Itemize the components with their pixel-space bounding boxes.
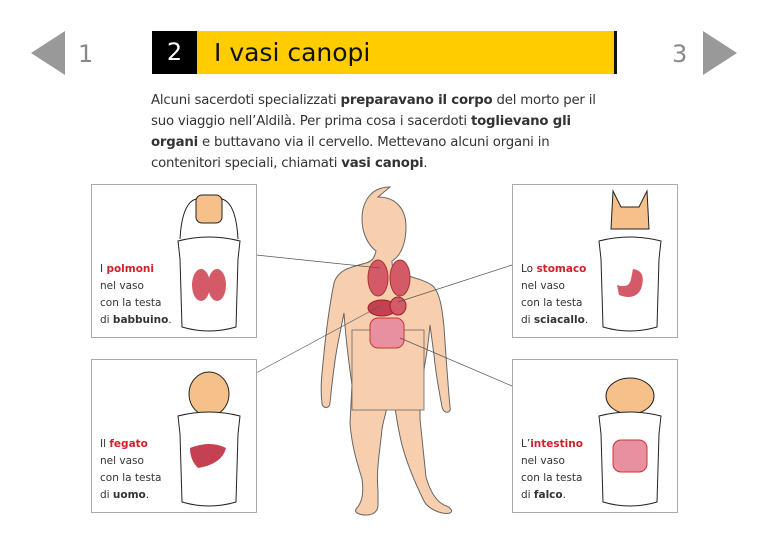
- title-bar: 2 I vasi canopi: [152, 31, 617, 74]
- intro-text: .: [423, 156, 428, 171]
- prev-page-number[interactable]: 1: [78, 40, 94, 68]
- caption-text: intestino: [530, 438, 583, 450]
- caption-text: di: [100, 314, 113, 326]
- caption-text: Lo: [521, 263, 537, 275]
- caption-text: con la testa: [521, 297, 583, 309]
- intro-text: Alcuni sacerdoti specializzati: [151, 93, 341, 108]
- jackal-jar-icon: [598, 189, 662, 332]
- falcon-jar-icon: [598, 377, 662, 507]
- caption-text: con la testa: [100, 297, 162, 309]
- caption-text: Il: [100, 438, 110, 450]
- caption-text: di: [100, 489, 113, 501]
- intro-bold: vasi canopi: [341, 156, 424, 171]
- caption-text: sciacallo: [533, 314, 585, 326]
- caption-text: con la testa: [521, 472, 583, 484]
- caption-text: babbuino: [112, 314, 169, 326]
- caption-text: con la testa: [100, 472, 162, 484]
- jar-caption: Lo stomaco nel vaso con la testa di sciacal…: [521, 263, 589, 326]
- organs-group: [367, 259, 411, 349]
- caption-text: I: [100, 263, 107, 275]
- jar-card-lungs: I polmoni nel vaso con la testa di babbuino…: [91, 184, 257, 338]
- human-jar-icon: [177, 371, 241, 507]
- pointer-lines: [255, 254, 513, 387]
- chapter-number: 2: [152, 31, 197, 74]
- next-page-number[interactable]: 3: [672, 40, 688, 68]
- caption-text: fegato: [109, 438, 148, 450]
- caption-text: nel vaso: [100, 280, 144, 292]
- caption-text: nel vaso: [521, 280, 565, 292]
- caption-text: nel vaso: [521, 455, 565, 467]
- caption-text: di: [521, 489, 534, 501]
- caption-text: falco: [533, 489, 563, 501]
- caption-text: stomaco: [536, 263, 587, 275]
- caption-text: uomo: [112, 489, 146, 501]
- intro-bold: preparavano il corpo: [340, 93, 493, 108]
- caption-text: polmoni: [106, 263, 154, 275]
- intro-bold: toglievano gli organi: [151, 114, 571, 150]
- intro-paragraph: Alcuni sacerdoti specializzati preparava…: [151, 90, 611, 174]
- caption-text: di: [521, 314, 534, 326]
- jar-card-stomach: Lo stomaco nel vaso con la testa di sciacal…: [512, 184, 678, 338]
- caption-text: nel vaso: [100, 455, 144, 467]
- prev-arrow-icon[interactable]: [31, 31, 65, 75]
- intro-text: del morto per il suo viaggio nell’Aldilà…: [151, 93, 596, 129]
- caption-text: L’: [521, 438, 531, 450]
- next-arrow-icon[interactable]: [703, 31, 737, 75]
- baboon-jar-icon: [177, 194, 241, 332]
- intro-text: e buttavano via il cervello. Mettevano a…: [151, 135, 550, 171]
- page-title: I vasi canopi: [214, 38, 371, 67]
- jar-caption: I polmoni nel vaso con la testa di babbuino…: [100, 263, 172, 326]
